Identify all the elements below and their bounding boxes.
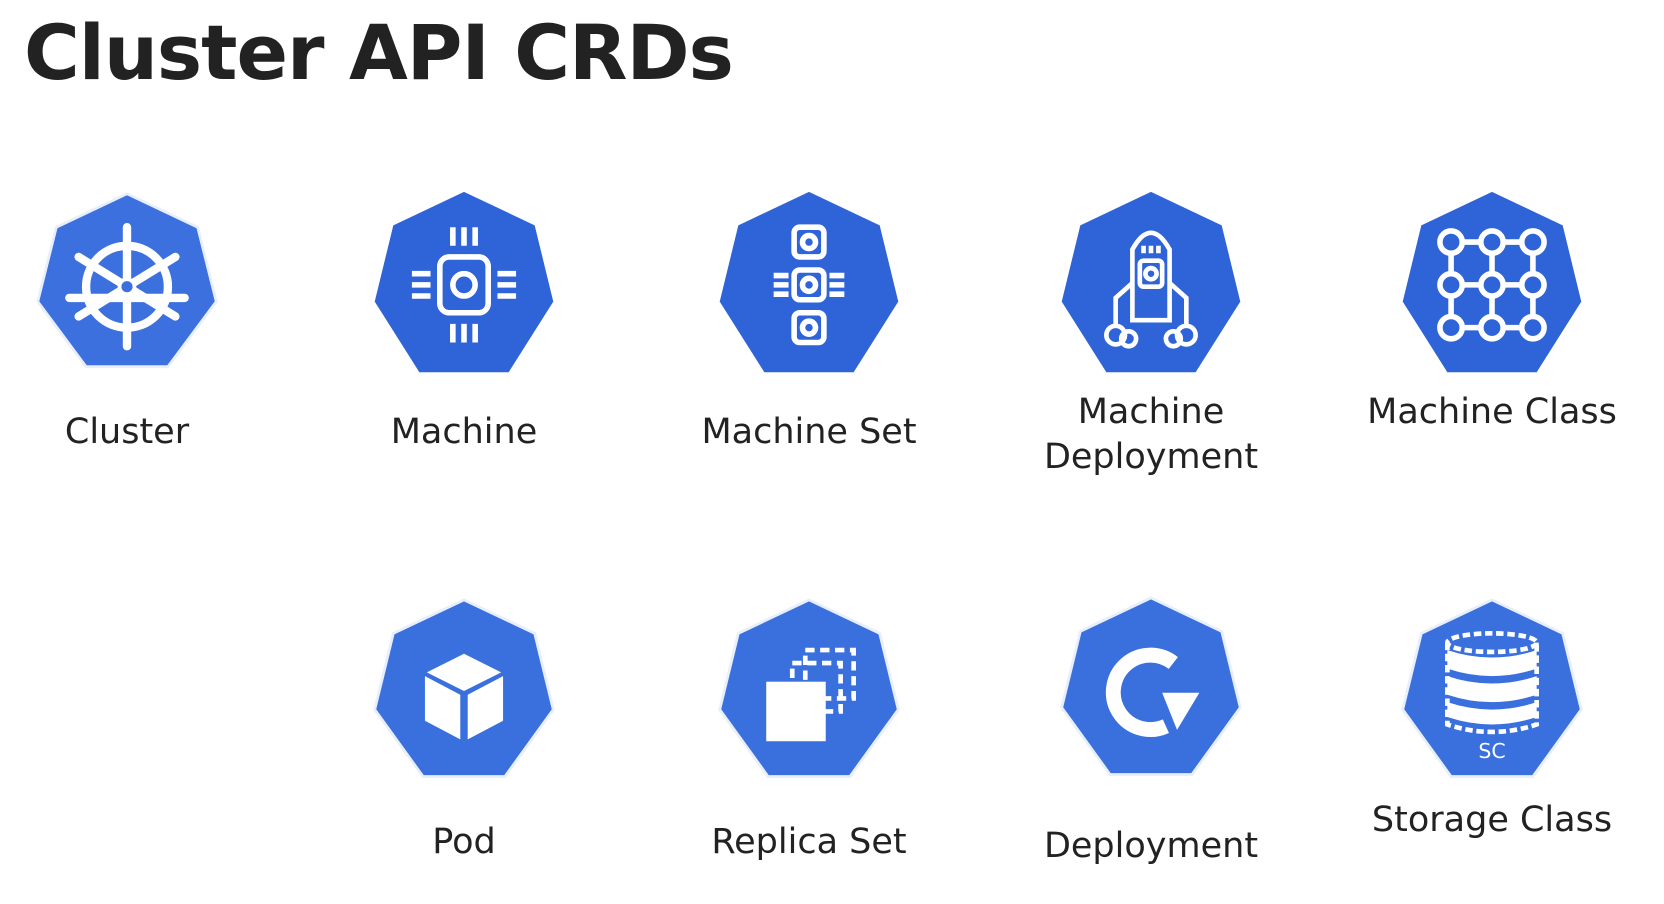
crd-label: Replica Set [711, 822, 907, 862]
crd-label: Machine [390, 412, 538, 452]
crd-deployment: Deployment [1021, 596, 1281, 866]
helm-wheel-icon [36, 192, 218, 369]
machine-set-icon [719, 191, 899, 373]
stacked-copies-icon [718, 598, 900, 778]
crd-machine: Machine [334, 190, 594, 452]
crd-label: Machine Set [701, 412, 917, 452]
crd-label: Machine Deployment [1043, 392, 1259, 477]
storage-class-badge: SC [1478, 739, 1505, 763]
crd-cluster: Cluster [0, 190, 257, 452]
crd-label: Cluster [64, 412, 190, 452]
crd-label: Machine Class [1367, 392, 1617, 432]
cube-icon [373, 598, 555, 778]
database-icon: SC [1401, 598, 1583, 778]
crd-machine-set: Machine Set [679, 190, 939, 452]
crd-machine-deployment: Machine Deployment [1021, 190, 1281, 477]
page-title: Cluster API CRDs [24, 8, 734, 97]
crd-pod: Pod [334, 598, 594, 862]
crd-replica-set: Replica Set [679, 598, 939, 862]
crd-storage-class: SC Storage Class [1362, 598, 1622, 840]
crd-label: Deployment [1043, 826, 1259, 866]
grid-nodes-icon [1402, 191, 1582, 373]
rocket-icon [1061, 191, 1241, 373]
chip-icon [374, 191, 554, 373]
rotate-arrow-icon [1060, 596, 1242, 776]
crd-label: Pod [432, 822, 496, 862]
crd-label: Storage Class [1371, 800, 1613, 840]
crd-machine-class: Machine Class [1362, 190, 1622, 432]
